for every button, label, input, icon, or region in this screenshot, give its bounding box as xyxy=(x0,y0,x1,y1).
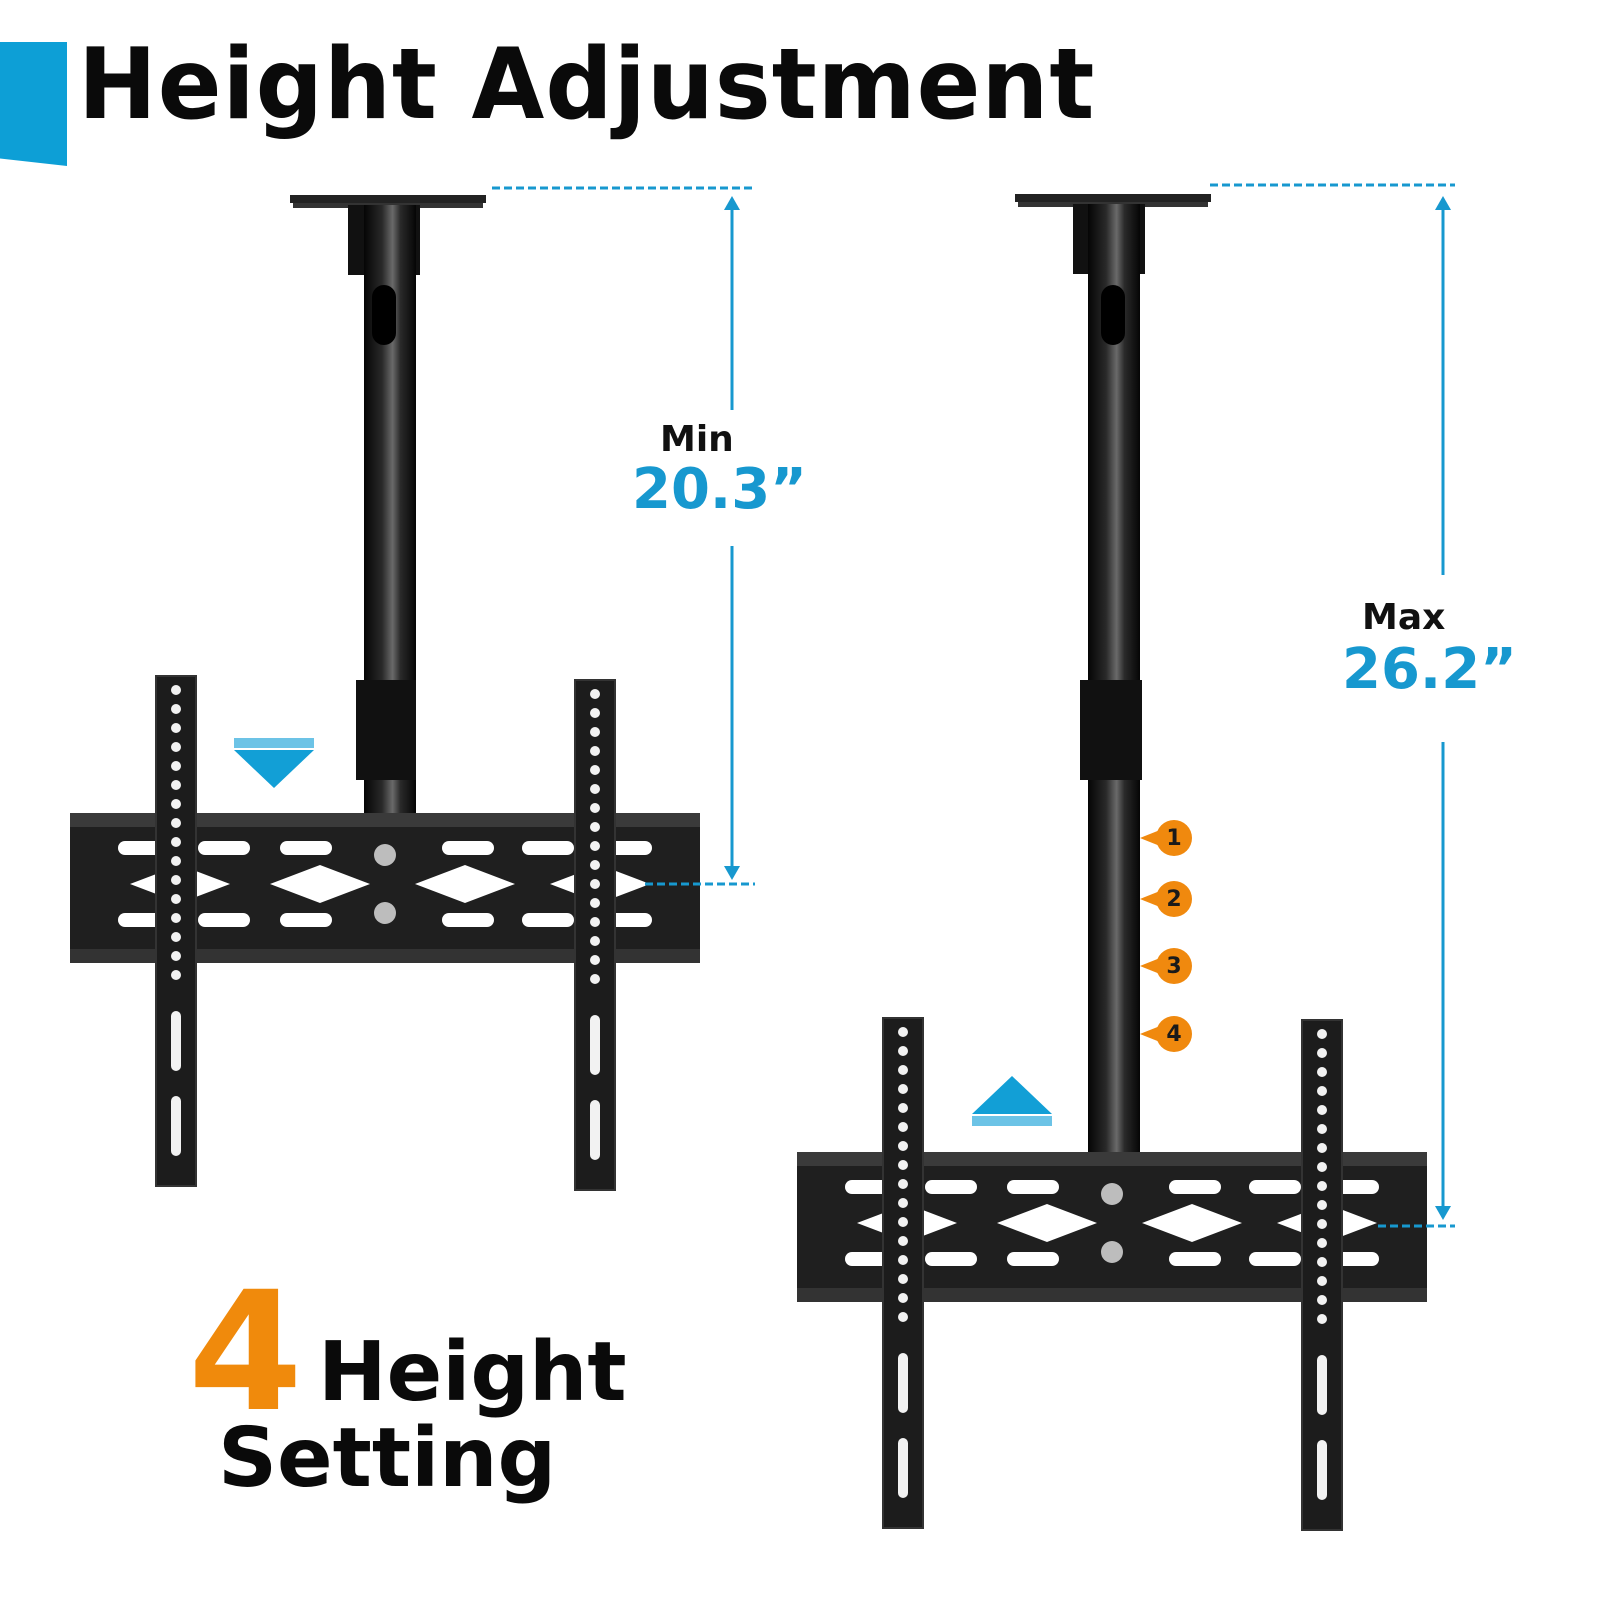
height-position-marker: 1 xyxy=(1156,820,1192,856)
max-label: Max xyxy=(1362,597,1446,638)
right-mount xyxy=(797,183,1455,1531)
title-accent-bar xyxy=(0,42,67,166)
height-position-marker: 2 xyxy=(1156,881,1192,917)
left-mount xyxy=(70,186,755,1191)
height-position-marker: 4 xyxy=(1156,1016,1192,1052)
height-position-marker: 3 xyxy=(1156,948,1192,984)
max-height-value: 26.2” xyxy=(1342,637,1517,702)
height-setting-count: 4 xyxy=(188,1256,303,1448)
min-label: Min xyxy=(660,419,734,460)
page-title: Height Adjustment xyxy=(78,28,1096,142)
height-setting-line2: Setting xyxy=(218,1411,557,1506)
height-setting-line1: Height xyxy=(318,1325,627,1420)
min-height-value: 20.3” xyxy=(632,457,807,522)
